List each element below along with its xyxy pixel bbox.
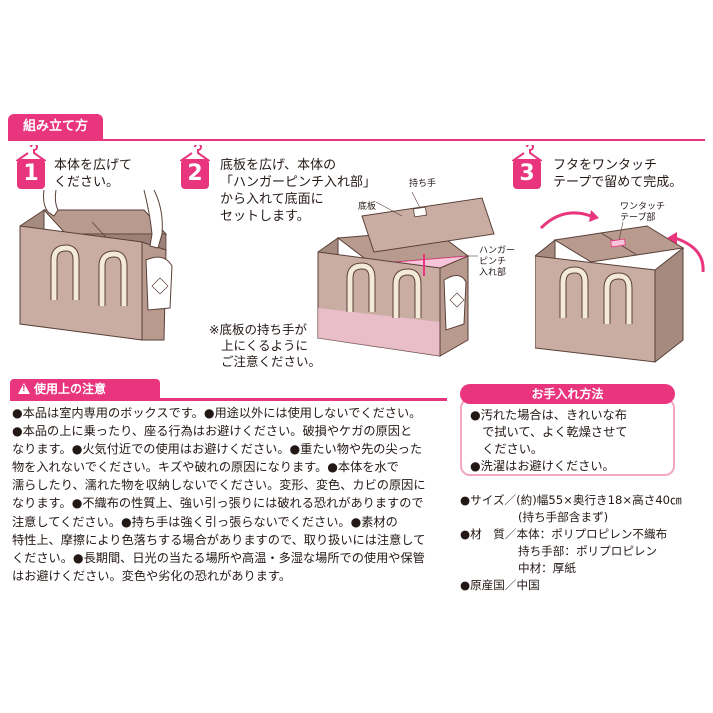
step-1-text: 本体を広げて ください。 xyxy=(54,157,132,191)
care-line: で拭いて、よく乾燥させて xyxy=(470,425,628,439)
spec-line: 持ち手部：ポリプロピレン xyxy=(460,544,658,558)
care-title: お手入れ方法 xyxy=(460,384,675,404)
step-number: 2 xyxy=(181,159,209,189)
step-2-illustration xyxy=(317,191,495,357)
step-2-text: 底板を広げ、本体の 「ハンガーピンチ入れ部」 から入れて底面に セットします。 xyxy=(220,157,376,225)
bottom-board-label: 底板 xyxy=(358,202,377,212)
step-text-line: 「ハンガーピンチ入れ部」 xyxy=(220,175,377,190)
step-text-line: ください。 xyxy=(54,175,120,190)
step-number: 1 xyxy=(17,159,45,189)
hanger-icon xyxy=(180,145,210,161)
step-2-note: ※底板の持ち手が 上にくるように ご注意ください。 xyxy=(209,322,321,370)
warning-icon: ! xyxy=(18,383,30,394)
step-text-line: 底板を広げ、本体の xyxy=(220,158,337,173)
spec-line: 中材：厚紙 xyxy=(460,561,576,575)
step-text-line: から入れて底面に xyxy=(220,192,324,207)
spec-line: ●サイズ／(約)幅55×奥行き18×高さ40㎝ xyxy=(460,493,682,507)
caution-line: はお避けください。変色や劣化の恐れがあります。 xyxy=(12,568,292,583)
caution-line: 注意してください。●持ち手は強く引っ張らないでください。●素材の xyxy=(12,514,398,529)
spec-line: ●原産国／中国 xyxy=(460,578,540,592)
spec-line: (持ち手部含まず) xyxy=(460,510,609,524)
note-line: ※底板の持ち手が xyxy=(209,322,307,337)
step-text-line: フタをワンタッチ xyxy=(553,158,658,173)
label-line: ワンタッチ xyxy=(620,202,666,212)
spec-line: ●材 質／本体：ポリプロピレン不織布 xyxy=(460,527,668,541)
step-3-text: フタをワンタッチ テープで留めて完成。 xyxy=(553,157,682,191)
hanger-pinch-label: ハンガー ピンチ 入れ部 xyxy=(479,246,515,279)
label-line: テープ部 xyxy=(620,213,656,223)
care-line: ●汚れた場合は、きれいな布 xyxy=(470,408,627,422)
caution-line: なります。●火気付近での使用はお避けください。●重たい物や先の尖った xyxy=(12,442,423,457)
caution-line: 物を入れないでください。キズや破れの原因になります。●本体を水で xyxy=(12,460,399,475)
step-1-badge: 1 xyxy=(16,145,46,191)
care-line: ●洗濯はお避けください。 xyxy=(470,459,615,473)
label-line: 入れ部 xyxy=(479,268,507,278)
label-line: ハンガー xyxy=(479,246,516,256)
handle-label: 持ち手 xyxy=(409,179,437,189)
step-text-line: テープで留めて完成。 xyxy=(553,175,683,190)
section-title: 組み立て方 xyxy=(8,114,103,140)
label-line: ピンチ xyxy=(479,257,507,267)
caution-divider xyxy=(10,398,447,401)
hanger-icon xyxy=(512,145,542,161)
step-text-line: 本体を広げて xyxy=(54,158,133,173)
section-divider xyxy=(8,139,705,141)
caution-line: なります。●不織布の性質上、強い引っ張りには破れる恐れがありますので xyxy=(12,496,424,511)
step-text-line: セットします。 xyxy=(220,209,310,224)
caution-line: ください。●長期間、日光の当たる場所や高温・多湿な場所での使用や保管 xyxy=(12,550,425,565)
product-specs: ●サイズ／(約)幅55×奥行き18×高さ40㎝ (持ち手部含まず) ●材 質／本… xyxy=(460,492,682,594)
care-body: ●汚れた場合は、きれいな布 で拭いて、よく乾燥させて ください。 ●洗濯はお避け… xyxy=(470,407,627,475)
note-line: ご注意ください。 xyxy=(221,354,322,369)
step-2-badge: 2 xyxy=(180,145,210,191)
care-line: ください。 xyxy=(470,442,544,456)
step-3-illustration xyxy=(535,210,705,364)
note-line: 上にくるように xyxy=(221,338,309,353)
caution-title-text: 使用上の注意 xyxy=(34,382,107,396)
caution-body: ●本品は室内専用のボックスです。●用途以外には使用しないでください。 ●本品の上… xyxy=(12,404,452,585)
step-number: 3 xyxy=(513,159,541,189)
caution-line: 特性上、摩擦により色落ちする場合がありますので、取り扱いには注意して xyxy=(12,532,426,547)
one-touch-tape-label: ワンタッチ テープ部 xyxy=(620,202,665,224)
caution-line: 濡らしたり、濡れた物を収納しないでください。変形、変色、カビの原因に xyxy=(12,478,426,493)
hanger-icon xyxy=(16,145,46,161)
caution-title: ! 使用上の注意 xyxy=(10,379,160,399)
step-3-badge: 3 xyxy=(512,145,542,191)
caution-line: ●本品の上に乗ったり、座る行為はお避けください。破損やケガの原因と xyxy=(12,424,413,439)
caution-line: ●本品は室内専用のボックスです。●用途以外には使用しないでください。 xyxy=(12,406,422,420)
step-1-illustration xyxy=(19,190,173,341)
